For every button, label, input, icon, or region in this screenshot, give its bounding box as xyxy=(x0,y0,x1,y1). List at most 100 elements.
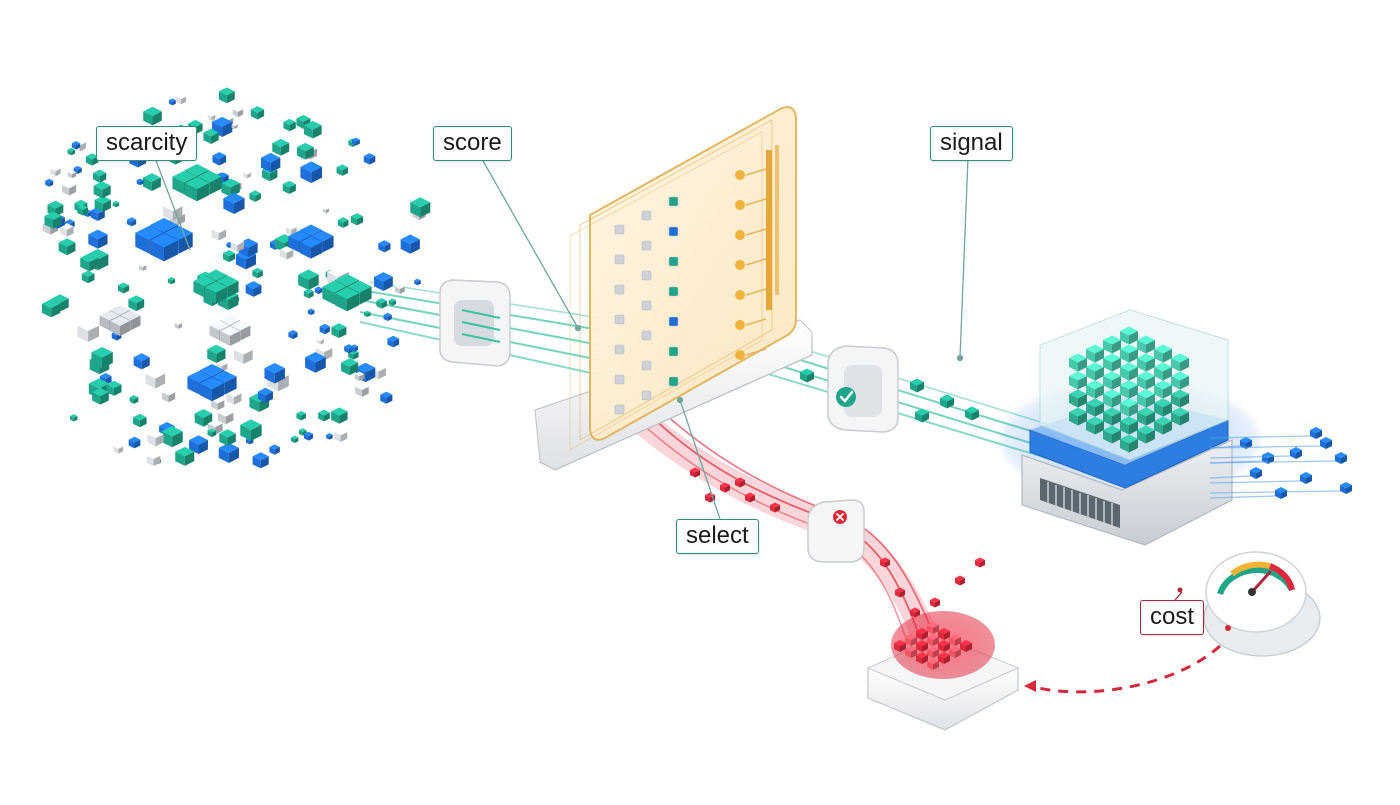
reject-gate xyxy=(807,499,865,563)
small-cube xyxy=(394,284,405,295)
small-cube xyxy=(226,389,242,405)
reject-bin xyxy=(866,611,1020,731)
block-cube xyxy=(220,326,240,346)
block-cube xyxy=(200,377,224,402)
cost-gauge xyxy=(1024,551,1321,694)
server-cube xyxy=(1086,416,1104,435)
server-cube xyxy=(1137,371,1155,390)
reject-cube xyxy=(690,467,700,478)
block-cube xyxy=(300,236,322,259)
score-grid xyxy=(614,168,767,415)
small-cube xyxy=(218,442,239,463)
small-cube xyxy=(243,170,251,179)
small-cube xyxy=(318,409,330,422)
small-cube xyxy=(127,217,137,227)
small-cube xyxy=(174,321,183,329)
server-cube xyxy=(1103,407,1121,426)
small-cube xyxy=(147,430,164,447)
small-cube xyxy=(355,383,369,397)
small-cube xyxy=(77,204,89,216)
server-cube xyxy=(1069,407,1087,426)
small-cube xyxy=(41,299,61,318)
small-cube xyxy=(232,106,244,118)
small-cube xyxy=(363,153,376,165)
small-cube xyxy=(50,166,61,177)
small-cube xyxy=(331,407,348,424)
bin-cube xyxy=(927,646,939,658)
small-cube xyxy=(296,142,314,160)
small-cube xyxy=(314,286,323,295)
small-cube xyxy=(168,98,176,106)
small-cube xyxy=(167,277,176,285)
server-cube xyxy=(1069,389,1087,408)
reject-cube xyxy=(720,482,730,493)
server-cube xyxy=(1086,380,1104,399)
reject-cube xyxy=(895,587,905,598)
bin-cube xyxy=(938,652,950,664)
small-cube xyxy=(207,344,226,364)
small-cube xyxy=(145,368,166,389)
signal-cube xyxy=(910,378,924,393)
cube-groups xyxy=(99,164,372,402)
reject-cube xyxy=(955,575,965,586)
small-cube xyxy=(112,200,120,208)
small-cube xyxy=(93,181,111,199)
reject-cube xyxy=(735,477,745,488)
block-cube xyxy=(150,233,178,262)
server-cube xyxy=(1069,353,1087,372)
output-stream xyxy=(1209,427,1352,499)
small-cube xyxy=(351,137,360,146)
small-cube xyxy=(380,391,393,404)
small-cube xyxy=(211,225,227,241)
small-cube xyxy=(252,452,269,469)
small-cube xyxy=(81,270,95,284)
small-cube xyxy=(298,269,319,290)
small-cube xyxy=(94,195,111,213)
score-panel xyxy=(534,106,813,471)
reject-cube xyxy=(770,502,780,513)
bin-cube xyxy=(949,634,961,646)
bin-cube xyxy=(894,640,906,652)
bin-cube xyxy=(927,622,939,634)
server-cube xyxy=(1137,425,1155,444)
small-cube xyxy=(350,213,364,226)
small-cube xyxy=(303,120,322,139)
server-cube xyxy=(1137,335,1155,354)
score-label: score xyxy=(433,126,512,161)
server-cube xyxy=(1069,371,1087,390)
small-cube xyxy=(249,190,261,202)
storage-server xyxy=(1000,309,1260,546)
small-cube xyxy=(118,282,130,294)
server-cube xyxy=(1137,407,1155,426)
server-cube xyxy=(1171,353,1189,372)
small-cube xyxy=(400,234,420,254)
small-cube xyxy=(240,419,262,441)
server-cube xyxy=(1103,335,1121,354)
small-cube xyxy=(290,435,299,444)
small-cube xyxy=(45,178,54,187)
block-cube xyxy=(205,281,227,304)
small-cube xyxy=(234,345,253,364)
signal-cube xyxy=(965,406,979,421)
server-cube xyxy=(1120,416,1138,435)
small-cube xyxy=(305,352,326,373)
small-cube xyxy=(279,246,294,260)
reject-cube xyxy=(745,492,755,503)
small-cube xyxy=(331,323,347,339)
small-cube xyxy=(322,206,330,214)
server-cube xyxy=(1154,362,1172,381)
score-bars xyxy=(766,145,779,310)
output-cube xyxy=(1310,427,1322,439)
server-cube xyxy=(1103,371,1121,390)
small-cube xyxy=(92,387,109,405)
small-cube xyxy=(80,253,99,272)
bin-cube xyxy=(927,658,939,670)
small-cube xyxy=(88,229,108,249)
server-cube xyxy=(1120,344,1138,363)
server-cube xyxy=(1154,380,1172,399)
signal-cube xyxy=(800,368,814,383)
small-cube xyxy=(212,116,233,138)
small-cube xyxy=(143,106,162,126)
small-cube xyxy=(245,281,262,297)
